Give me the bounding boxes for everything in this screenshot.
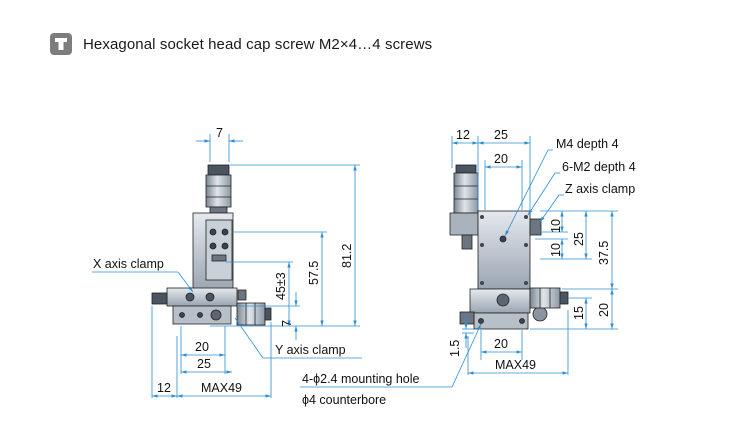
side-dim-15: 15: [572, 298, 588, 329]
dim-label: 7: [216, 126, 223, 140]
z-axis-clamp-label: Z axis clamp: [565, 182, 635, 196]
dim-label: 45±3: [274, 272, 288, 300]
side-dim-1-5: 1.5: [448, 315, 468, 357]
dim-label: 25: [494, 128, 508, 142]
dim-label: 57.5: [307, 261, 321, 285]
front-dim-height-total: 81.2: [340, 165, 357, 326]
x-axis-clamp-callout: X axis clamp: [92, 257, 194, 293]
x-axis-clamp-label: X axis clamp: [93, 257, 164, 271]
front-dim-max-width: MAX49: [177, 381, 271, 398]
y-axis-clamp-label: Y axis clamp: [275, 343, 346, 357]
m2-depth-label: 6-M2 depth 4: [562, 160, 636, 174]
front-dim-offset-small: 7: [280, 292, 298, 340]
side-dim-25: 25: [572, 211, 588, 259]
side-dim-top-left: 12: [452, 128, 478, 145]
mounting-hole-label: 4-ϕ2.4 mounting hole: [302, 372, 420, 386]
side-stage-body: [449, 164, 569, 330]
dim-label: 10: [549, 219, 563, 233]
dim-label: MAX49: [495, 358, 536, 372]
dim-label: 81.2: [340, 244, 354, 268]
m2-depth-callout: 6-M2 depth 4: [527, 160, 636, 216]
dim-label: 7: [280, 320, 294, 327]
side-dim-top-width: 25: [478, 128, 530, 145]
front-dim-top-width: 7: [196, 126, 243, 162]
front-stage-body: [151, 164, 272, 326]
dim-label: 20: [597, 303, 611, 317]
page-title: Hexagonal socket head cap screw M2×4…4 s…: [83, 35, 433, 53]
dim-label: 12: [157, 381, 171, 395]
header: Hexagonal socket head cap screw M2×4…4 s…: [50, 33, 432, 55]
front-dim-base-inner: 20: [181, 340, 225, 357]
front-dim-left-offset: 12: [152, 381, 177, 398]
dim-label: 20: [494, 152, 508, 166]
counterbore-label: ϕ4 counterbore: [302, 393, 386, 407]
side-dim-20: 20: [597, 289, 614, 329]
side-dim-max-width: MAX49: [468, 358, 568, 375]
mounting-hole-callout: 4-ϕ2.4 mounting hole ϕ4 counterbore: [300, 323, 482, 407]
dim-label: MAX49: [201, 381, 242, 395]
front-view: 7 81.2 57.5 45±3 7: [92, 126, 362, 398]
dim-label: 12: [456, 128, 470, 142]
dim-label: 37.5: [597, 241, 611, 265]
m4-depth-label: M4 depth 4: [556, 137, 619, 151]
side-view: 12 25 20 10 10 25 37: [300, 128, 636, 407]
dim-label: 1.5: [448, 340, 462, 357]
y-axis-clamp-callout: Y axis clamp: [234, 317, 362, 359]
side-dim-10b: 10: [549, 239, 564, 259]
m4-depth-callout: M4 depth 4: [504, 137, 619, 237]
side-dim-top-inner: 20: [485, 152, 522, 169]
side-dim-10a: 10: [549, 211, 564, 233]
side-dim-37-5: 37.5: [597, 211, 614, 289]
front-dim-height-mid: 57.5: [307, 232, 324, 326]
dim-label: 25: [197, 357, 211, 371]
dim-label: 10: [549, 243, 563, 257]
side-dim-bottom-inner: 20: [481, 337, 522, 354]
dim-label: 20: [494, 337, 508, 351]
dim-label: 25: [572, 232, 586, 246]
dim-label: 15: [572, 306, 586, 320]
hex-socket-screw-icon: [50, 33, 72, 55]
front-dim-height-center: 45±3: [274, 262, 291, 326]
z-axis-clamp-callout: Z axis clamp: [539, 182, 635, 223]
front-dim-base-center: 25: [181, 357, 232, 374]
dim-label: 20: [195, 340, 209, 354]
